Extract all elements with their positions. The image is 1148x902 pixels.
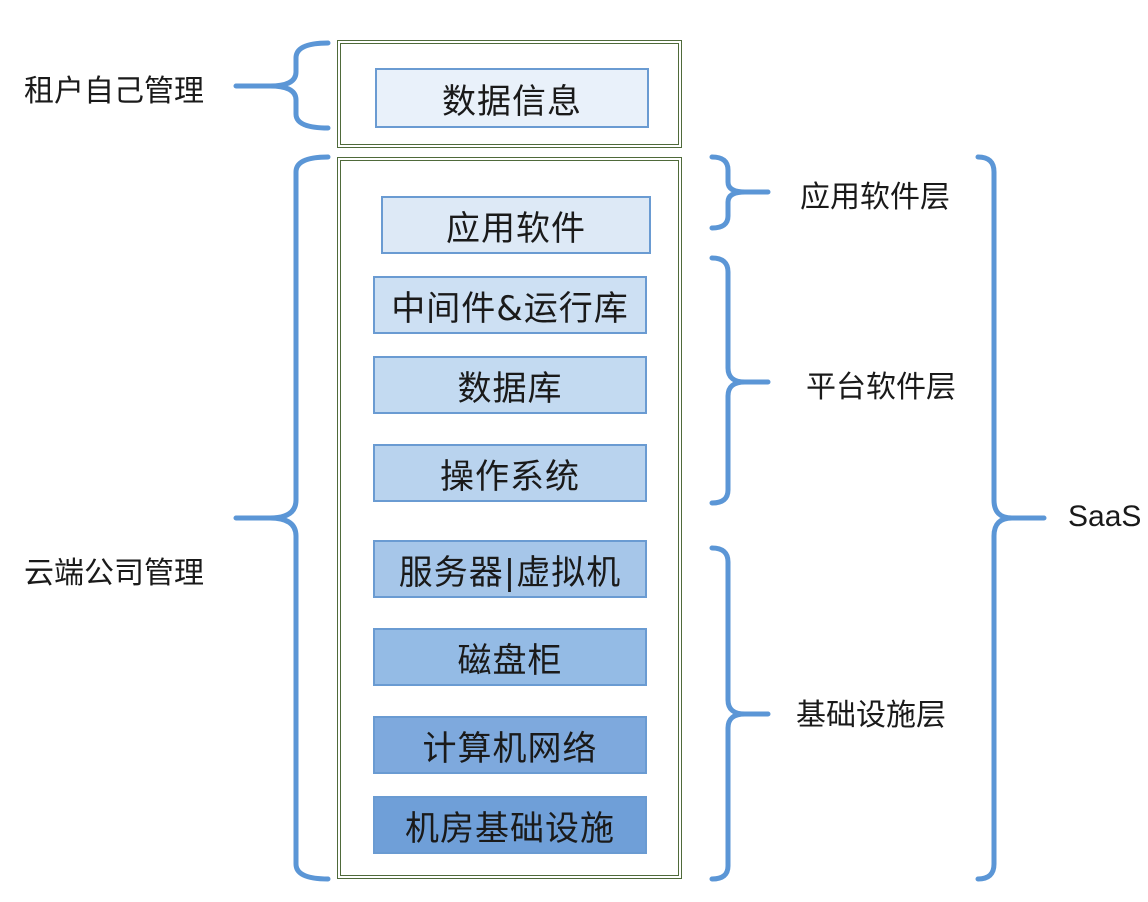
- cloud-bracket: [233, 154, 331, 882]
- layer-datacenter-facility: 机房基础设施: [373, 796, 647, 854]
- platform-bracket: [709, 255, 771, 506]
- tenant-managed-label: 租户自己管理: [24, 74, 204, 109]
- saas-bracket: [975, 154, 1047, 882]
- layer-database: 数据库: [373, 356, 647, 414]
- application-bracket: [709, 154, 771, 231]
- layer-operating-system: 操作系统: [373, 444, 647, 502]
- layer-disk-array: 磁盘柜: [373, 628, 647, 686]
- infrastructure-bracket: [709, 545, 771, 882]
- layer-computer-network: 计算机网络: [373, 716, 647, 774]
- layer-server-vm: 服务器|虚拟机: [373, 540, 647, 598]
- layer-middleware-runtime: 中间件&运行库: [373, 276, 647, 334]
- application-layer-label: 应用软件层: [800, 180, 950, 215]
- layer-data-info: 数据信息: [375, 68, 649, 128]
- platform-layer-label: 平台软件层: [806, 370, 956, 405]
- tenant-frame: [337, 40, 682, 148]
- tenant-bracket: [233, 40, 331, 131]
- cloud-managed-label: 云端公司管理: [24, 556, 204, 591]
- saas-label: SaaS: [1068, 500, 1142, 533]
- layer-application-software: 应用软件: [381, 196, 651, 254]
- infrastructure-layer-label: 基础设施层: [796, 698, 946, 733]
- cloud-frame: [337, 157, 682, 879]
